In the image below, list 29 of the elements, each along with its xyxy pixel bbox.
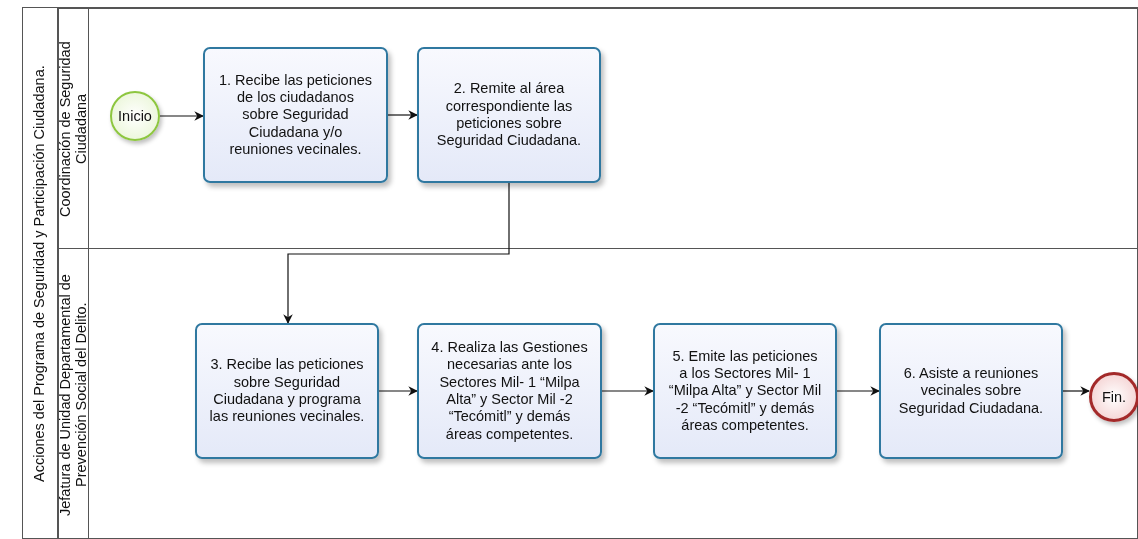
step-text: 3. Recibe las peticiones sobre Seguridad Ciudadana y programa las reuniones vecinales. (209, 356, 365, 426)
process-box (417, 47, 601, 183)
arrow (387, 110, 418, 120)
swimlane (58, 8, 1138, 248)
process-box (879, 323, 1063, 459)
lane-title: Jefatura de Unidad Departamental de Prevención Social del Delito. (60, 273, 87, 518)
end-event-circle (1089, 372, 1138, 422)
arrow (378, 386, 418, 396)
step-text: 5. Emite las peticiones a los Sectores Mil- 1 “Milpa Alta” y Sector Mil -2 “Tecómitl” y demás áreas competentes. (667, 347, 823, 435)
process-box (195, 323, 379, 459)
event-label: Fin. (1101, 389, 1127, 405)
pool (22, 7, 1138, 539)
step-text: 4. Realiza las Gestiones necesarias ante los Sectores Mil- 1 “Milpa Alta” y Sector Mil -2 “Tecómitl” y demás áreas competentes. (431, 338, 588, 444)
arrow (1062, 386, 1090, 396)
process-box (417, 323, 602, 459)
step-text: 2. Remite al área correspondiente las peticiones sobre Seguridad Ciudadana. (435, 80, 583, 150)
process-box (203, 47, 388, 183)
step-text: 6. Asiste a reuniones vecinales sobre Seguridad Ciudadana. (897, 364, 1045, 418)
swimlane (58, 248, 1138, 539)
event-label: Inicio (118, 108, 152, 124)
lane-title: Coordinación de Seguridad Ciudadana (60, 40, 87, 219)
arrow (159, 111, 204, 121)
process-box (653, 323, 837, 459)
start-event-circle (110, 91, 160, 141)
arrow (283, 182, 510, 324)
step-text: 1. Recibe las peticiones de los ciudadanos sobre Seguridad Ciudadana y/o reuniones vecinales. (217, 71, 374, 159)
arrow (601, 386, 654, 396)
pool-title: Acciones del Programa de Seguridad y Participación Ciudadana. (30, 64, 49, 485)
arrow (836, 386, 880, 396)
